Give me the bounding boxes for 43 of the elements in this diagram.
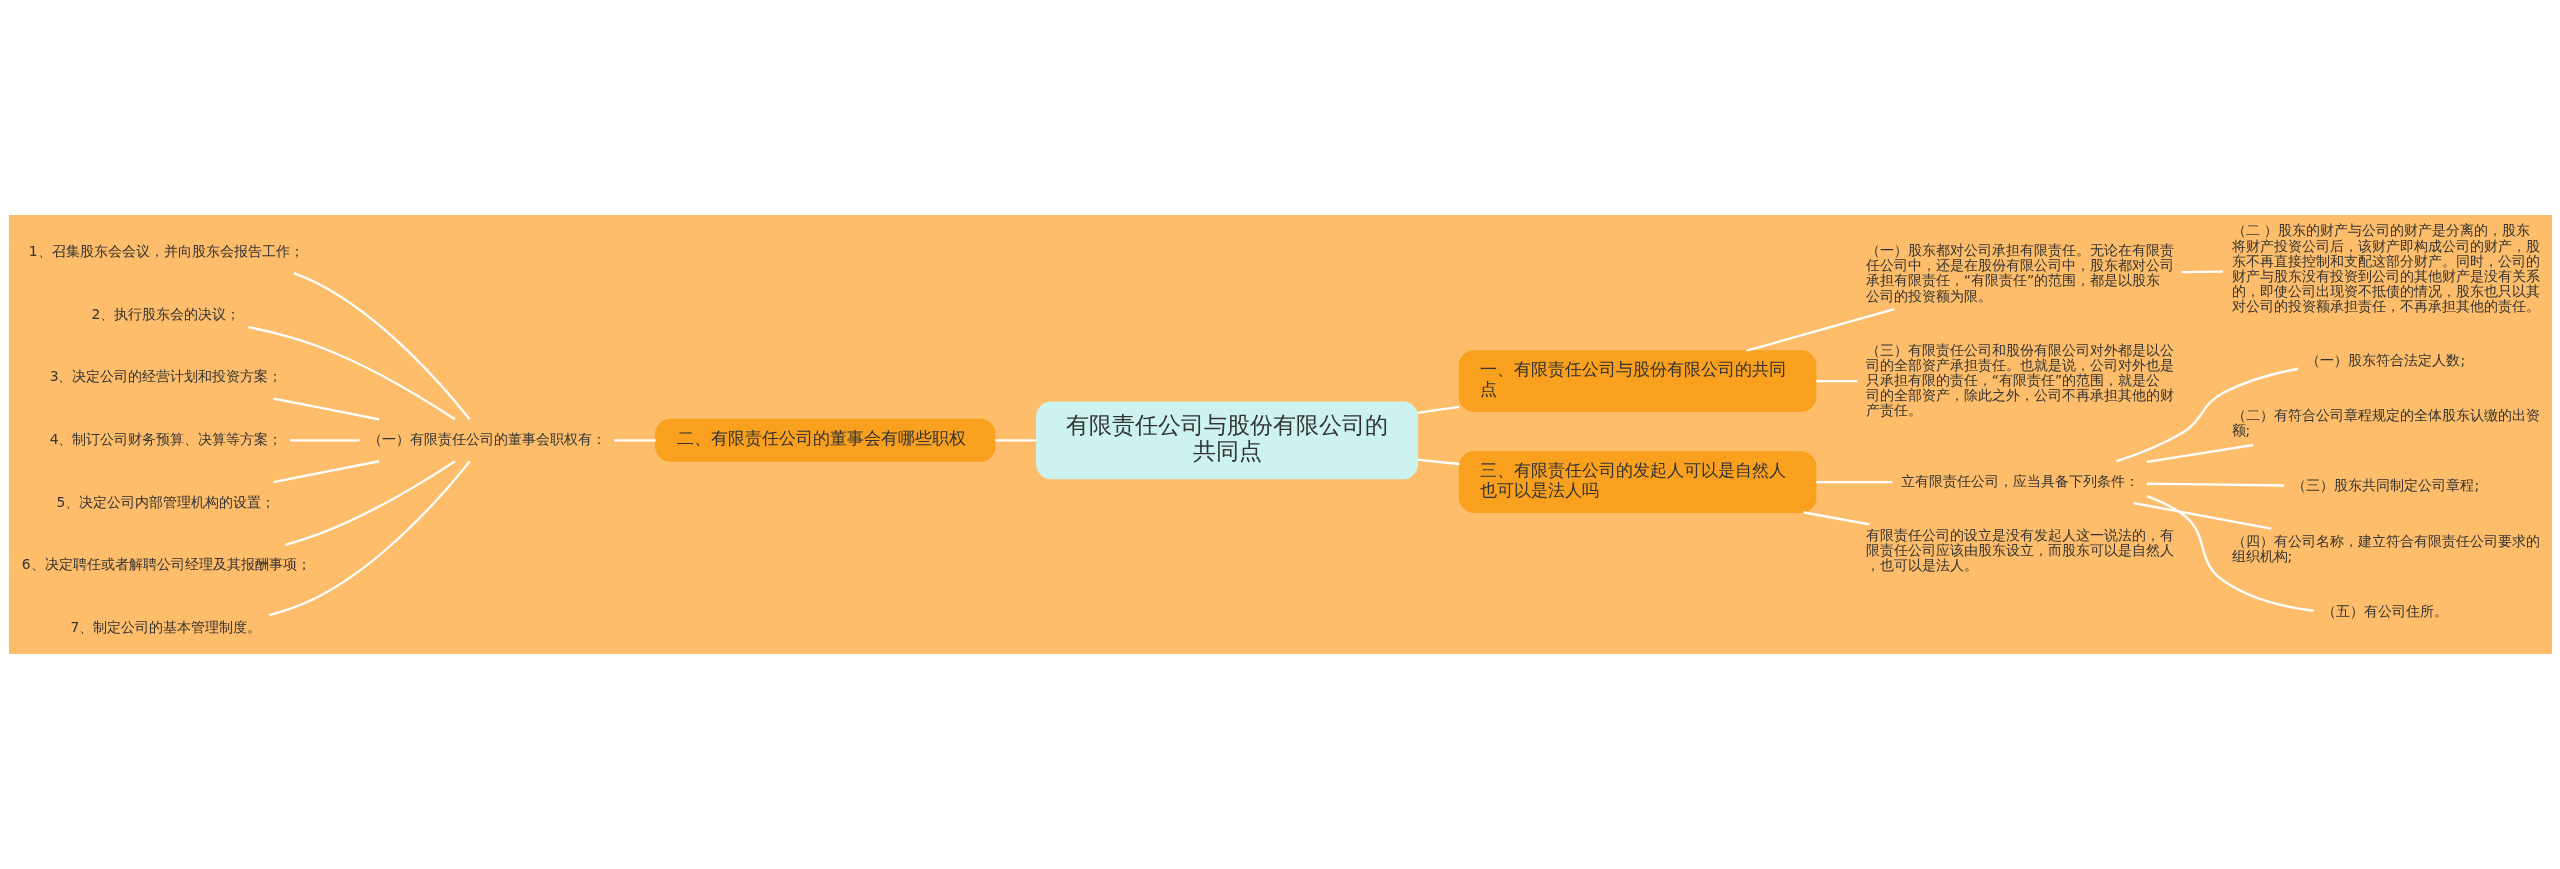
connector [293,272,471,420]
node-text: （二）有符合公司章程规定的全体股东认缴的出资额; [2231,407,2540,439]
node-text: （一）有限责任公司的董事会职权有： [367,430,606,447]
node-text: （一）股东都对公司承担有限责任。无论在有限责任公司中，还是在股份有限公司中，股东都对公司承担有限责任，“有限责任”的范围，都是以股东公司的投资额为限。 [1865,242,2174,304]
connector [272,397,379,421]
connector [2181,270,2223,274]
node-text: （一）股东符合法定人数; [2305,351,2465,368]
connector [247,325,456,421]
connector [2146,443,2253,464]
connector [1745,308,1895,352]
node-box: 有限责任公司与股份有限公司的共同点 [1035,401,1418,480]
node-text: （三）股东共同制定公司章程; [2291,477,2479,494]
node-text: （二 ）股东的财产与公司的财产是分离的，股东将财产投资公司后，该财产即构成公司的财产，股东不再直接控制和支配这部分财产。同时，公司的财产与股东没有投资到公司的其他财产是没有关系的，即使公司出现资不抵债的情况，股东也只以其对公司的投资额承担责任，不再承担其他的责任。 [2231,222,2540,314]
node-text: 1、召集股东会会议，并向股东会报告工作； [28,242,304,259]
connector [1815,480,1892,484]
node-text: （三）有限责任公司和股份有限公司对外都是以公司的全部资产承担责任。也就是说，公司对外也是只承担有限的责任，“有限责任”的范围，就是公司的全部资产，除此之外，公司不再承担其他的财产责任。 [1865,341,2174,418]
node-text: 7、制定公司的基本管理制度。 [70,619,261,636]
connector [1802,511,1870,526]
node-text: 3、决定公司的经营计划和投资方案； [49,368,282,385]
node-text: 6、决定聘任或者解聘公司经理及其报酬事项； [21,556,311,573]
node-box: 二、有限责任公司的董事会有哪些职权 [654,418,995,462]
connector [2115,367,2298,463]
connector [272,460,379,484]
connector [1417,405,1459,414]
node-box: 三、有限责任公司的发起人可以是自然人也可以是法人吗 [1458,451,1816,513]
connector [289,439,360,442]
connector [994,439,1036,442]
node-text: 4、制订公司财务预算、决算等方案； [49,430,282,447]
connector [2133,501,2271,530]
connector [613,439,656,442]
node-text: 有限责任公司的设立是没有发起人这一说法的，有限责任公司应该由股东设立，而股东可以是自然人，也可以是法人。 [1865,527,2174,574]
node-text: （四）有公司名称，建立符合有限责任公司要求的组织机构; [2231,532,2540,564]
node-text: （五）有公司住所。 [2321,602,2448,619]
node-text: 立有限责任公司，应当具备下列条件： [1900,472,2139,489]
connector [2146,482,2284,487]
connector [1815,379,1857,383]
connector [284,460,456,546]
node-text: 2、执行股东会的决议； [90,305,240,322]
connector [1417,458,1459,466]
connector [2146,495,2314,612]
node-text: 5、决定公司内部管理机构的设置； [56,493,275,510]
connector [268,460,471,617]
node-box: 一、有限责任公司与股份有限公司的共同点 [1458,350,1816,412]
